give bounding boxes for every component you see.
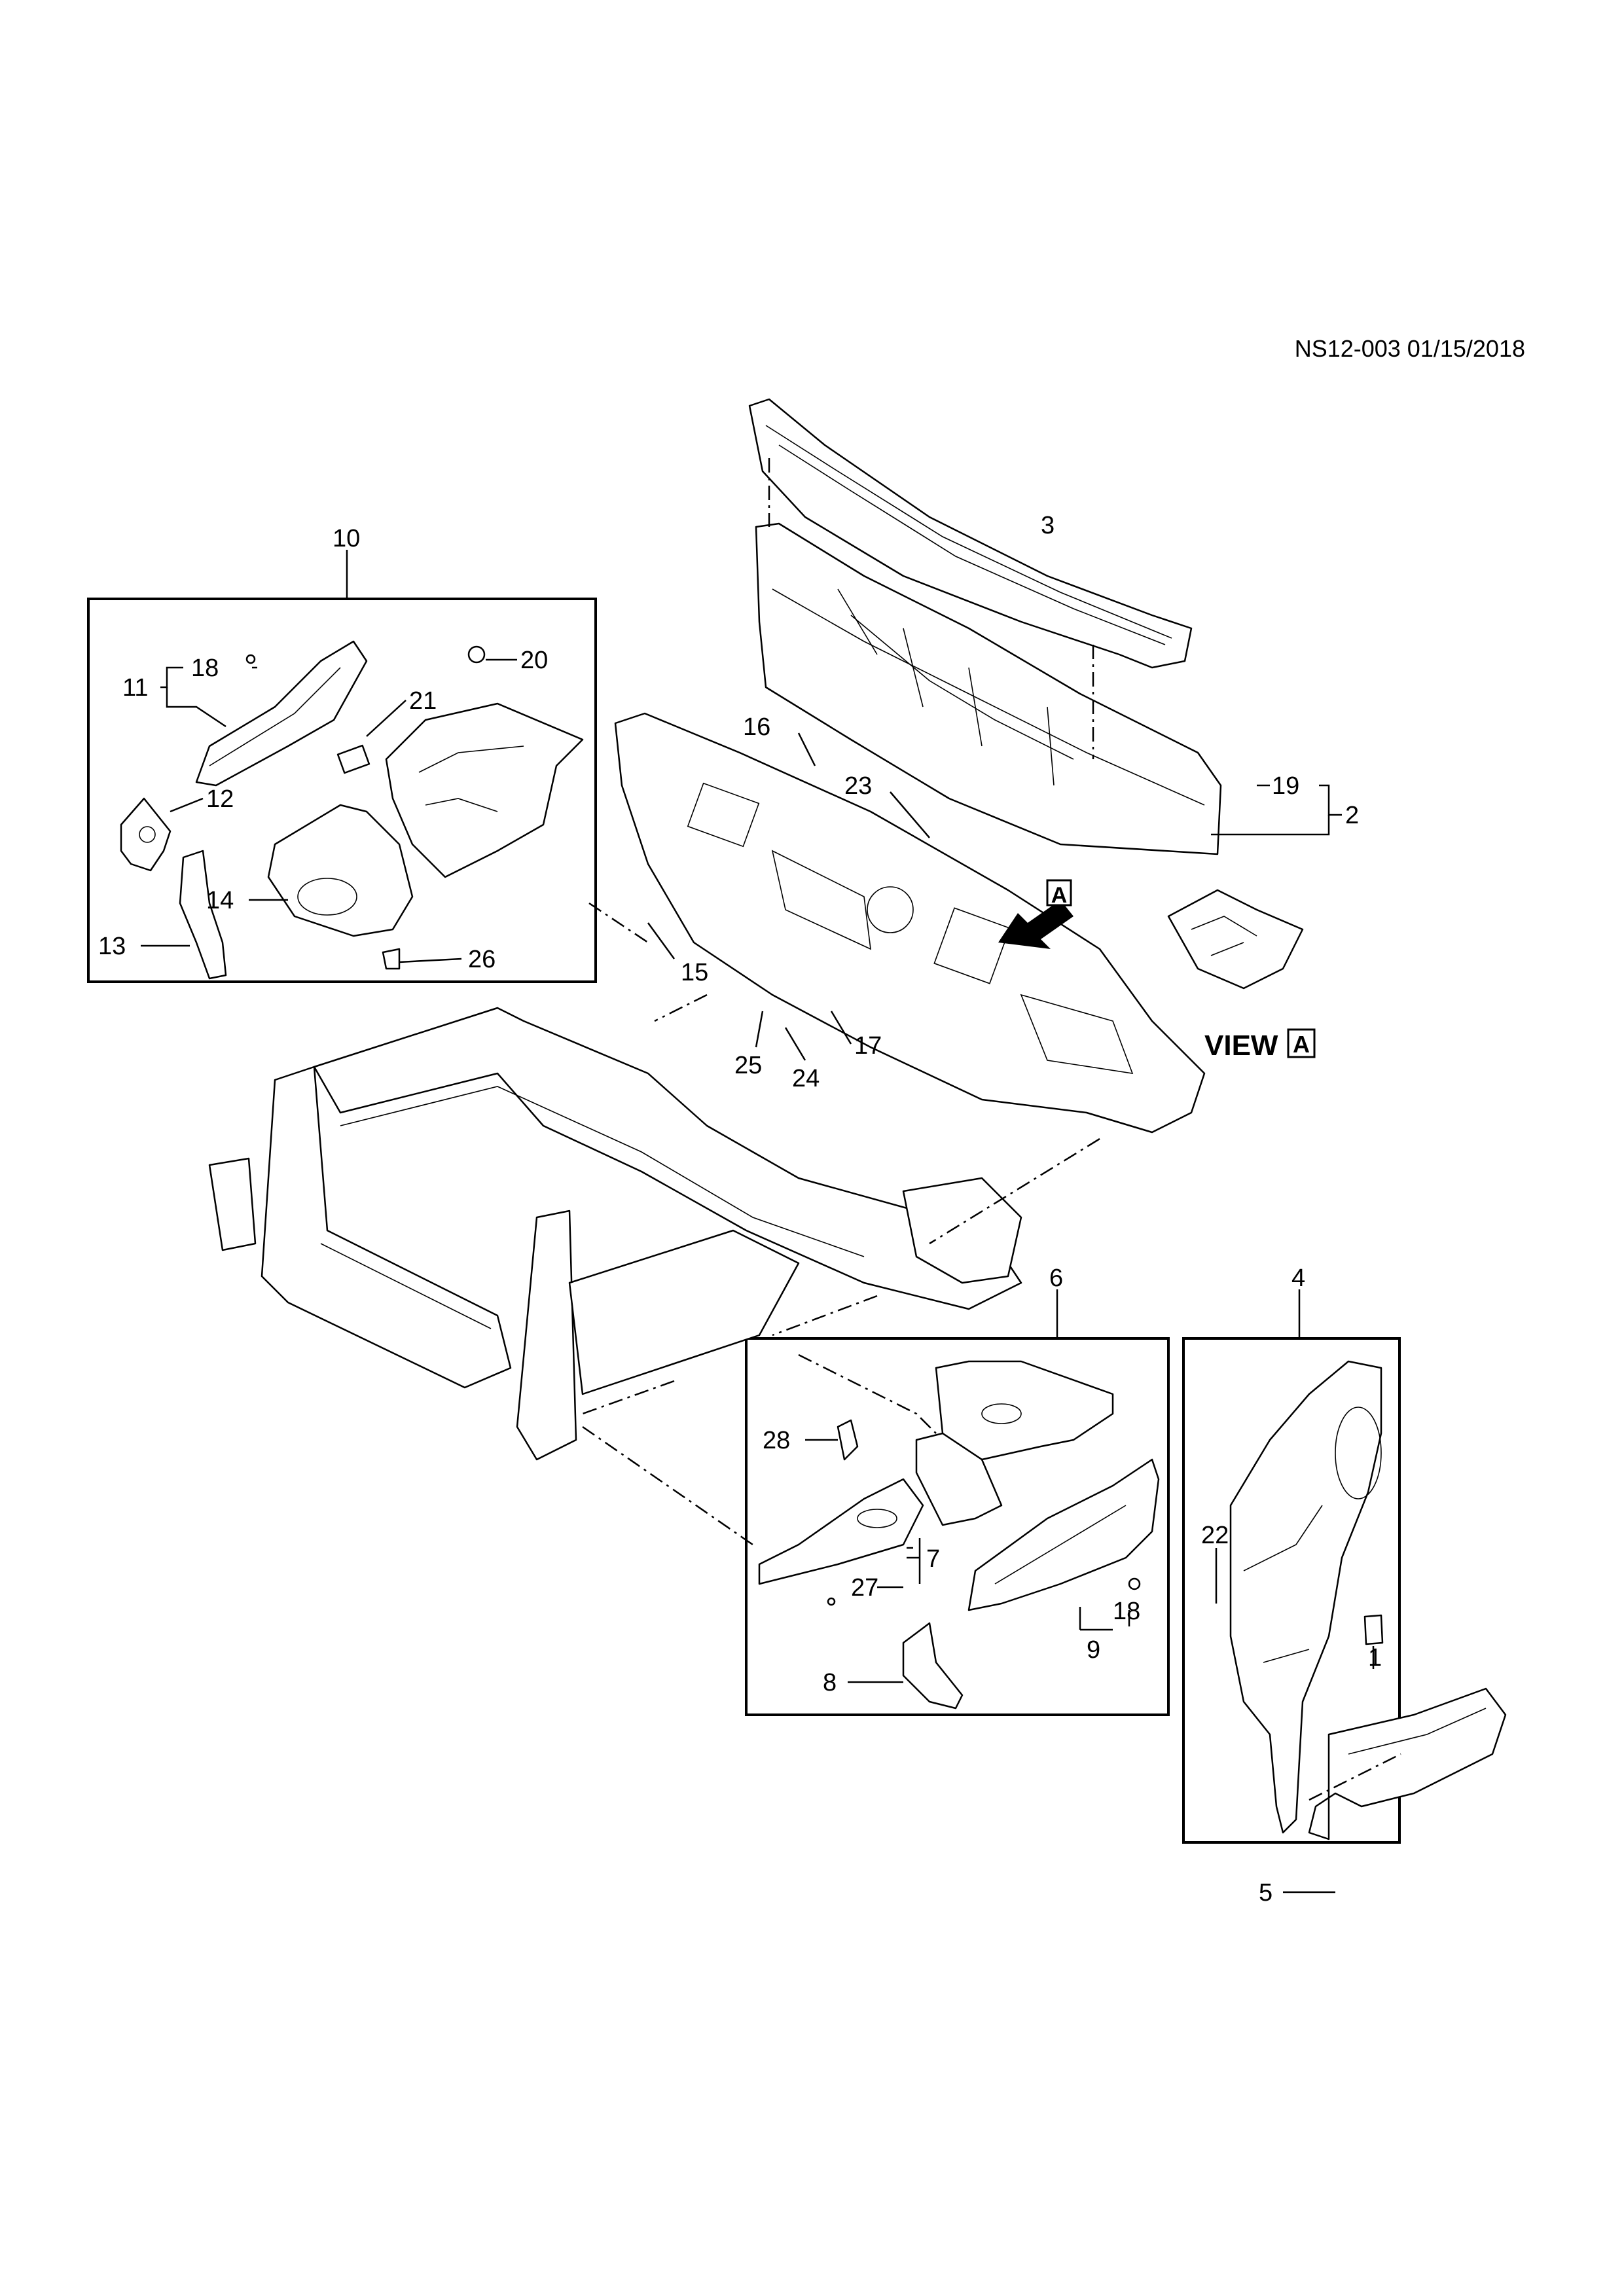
dash-panel <box>614 712 1206 1134</box>
callout-numbers: 1 2 3 4 5 6 7 8 9 10 11 12 13 14 15 16 1… <box>98 512 1382 1907</box>
callout-leaders <box>141 550 1375 1893</box>
callout-20: 20 <box>520 647 548 674</box>
callout-3: 3 <box>1041 512 1055 539</box>
group-10-parts <box>120 640 584 980</box>
callout-1: 1 <box>1368 1644 1382 1672</box>
callout-11: 11 <box>122 674 148 702</box>
callout-23: 23 <box>844 772 872 800</box>
callout-5: 5 <box>1259 1879 1272 1907</box>
callout-7: 7 <box>926 1545 940 1573</box>
callout-4: 4 <box>1291 1265 1305 1292</box>
callout-10: 10 <box>333 525 360 552</box>
assembly-lines <box>582 458 1401 1801</box>
view-arrow-marker: A <box>1051 883 1068 908</box>
callout-19: 19 <box>1272 772 1299 800</box>
callout-8: 8 <box>823 1669 837 1696</box>
view-a-arrow: A <box>998 879 1074 949</box>
callout-25: 25 <box>734 1052 762 1079</box>
callout-26: 26 <box>468 946 496 973</box>
group-box-10 <box>87 598 597 983</box>
view-a-detail <box>1167 889 1304 990</box>
callout-12: 12 <box>206 785 234 813</box>
callout-9: 9 <box>1087 1636 1100 1664</box>
view-a-label: VIEW A <box>1204 1028 1316 1062</box>
cowl-panel-part-3 <box>748 398 1193 669</box>
group-4-parts <box>1229 1360 1507 1840</box>
front-frame <box>208 1007 1022 1461</box>
callout-18a: 18 <box>191 655 219 682</box>
callout-28: 28 <box>763 1427 790 1454</box>
group-box-6 <box>745 1337 1170 1716</box>
callout-21: 21 <box>409 687 437 715</box>
plenum-part-2 <box>755 522 1222 855</box>
callout-22: 22 <box>1201 1522 1229 1549</box>
callout-2: 2 <box>1345 802 1359 829</box>
callout-14: 14 <box>206 887 234 914</box>
view-label-marker: A <box>1293 1031 1310 1058</box>
callout-15: 15 <box>681 959 708 986</box>
group-box-4 <box>1182 1337 1401 1844</box>
callout-24: 24 <box>792 1065 820 1092</box>
diagram-code: NS12-003 01/15/2018 <box>1295 335 1525 362</box>
callout-16: 16 <box>743 713 770 741</box>
callout-13: 13 <box>98 933 126 960</box>
view-label-text: VIEW <box>1204 1030 1278 1062</box>
callout-6: 6 <box>1049 1265 1063 1292</box>
callout-17: 17 <box>854 1032 882 1060</box>
callout-27: 27 <box>851 1574 878 1602</box>
callout-18b: 18 <box>1113 1598 1140 1625</box>
group-6-parts <box>758 1360 1160 1710</box>
